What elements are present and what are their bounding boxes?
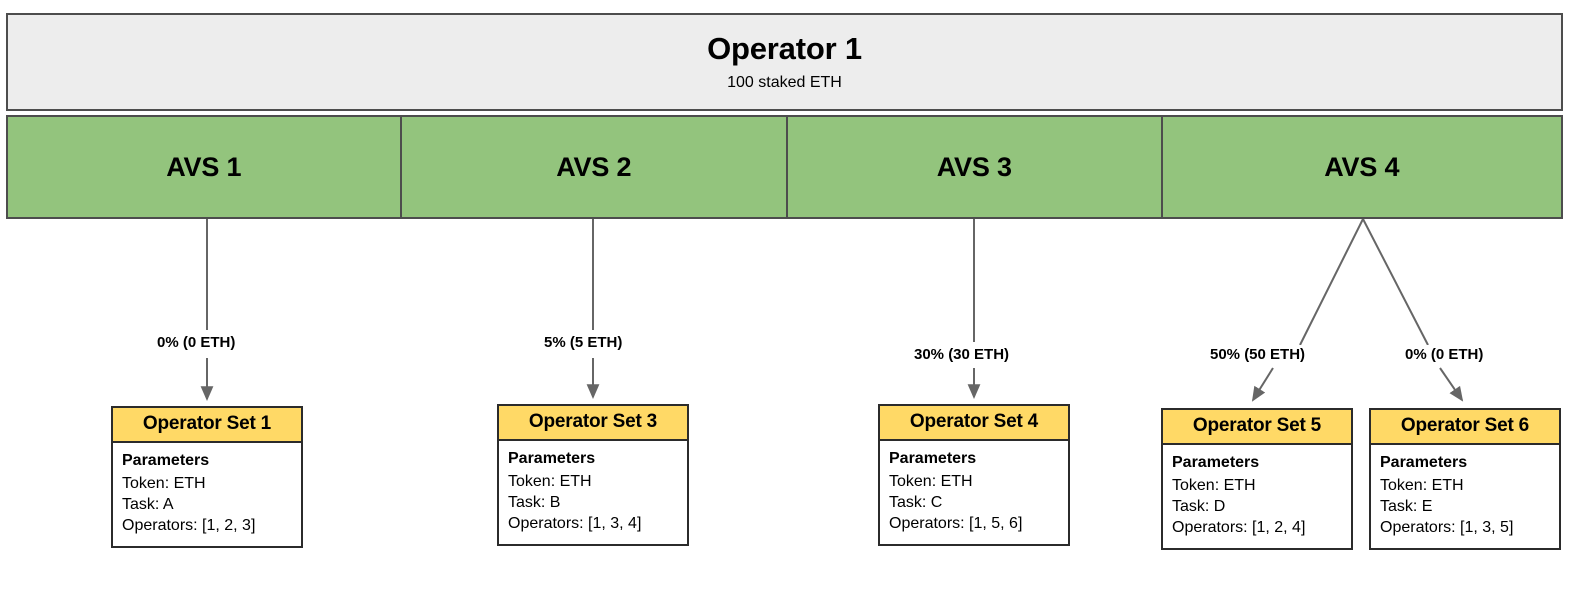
params-heading-5: Parameters bbox=[1172, 454, 1260, 471]
operator-set-card-6[interactable]: Operator Set 6 Parameters Token: ETH Tas… bbox=[1369, 408, 1561, 550]
operator-set-body-5: Parameters Token: ETH Task: D Operators:… bbox=[1163, 445, 1351, 548]
operator-set-card-3[interactable]: Operator Set 3 Parameters Token: ETH Tas… bbox=[497, 404, 689, 546]
edge-label-avs4-opset5: 50% (50 ETH) bbox=[1207, 345, 1309, 364]
edge-label-avs1-opset1: 0% (0 ETH) bbox=[154, 333, 239, 352]
edge-label-avs3-opset4: 30% (30 ETH) bbox=[911, 345, 1013, 364]
param-token-1: Token: ETH bbox=[122, 474, 206, 492]
operator-title: Operator 1 bbox=[707, 31, 862, 67]
param-token-4: Token: ETH bbox=[889, 472, 973, 490]
param-task-5: Task: D bbox=[1172, 498, 1226, 516]
param-operators-1: Operators: [1, 2, 3] bbox=[122, 517, 256, 535]
edge-label-avs2-opset3: 5% (5 ETH) bbox=[541, 333, 626, 352]
avs-row: AVS 1 AVS 2 AVS 3 AVS 4 bbox=[6, 115, 1563, 219]
operator-set-card-5[interactable]: Operator Set 5 Parameters Token: ETH Tas… bbox=[1161, 408, 1353, 550]
param-task-3: Task: B bbox=[508, 494, 561, 512]
operator-set-body-6: Parameters Token: ETH Task: E Operators:… bbox=[1371, 445, 1559, 548]
edge-avs4-opset6 bbox=[1362, 218, 1464, 402]
edge-label-avs4-opset6: 0% (0 ETH) bbox=[1402, 345, 1487, 364]
operator-set-body-1: Parameters Token: ETH Task: A Operators:… bbox=[113, 443, 301, 546]
avs-node-1[interactable]: AVS 1 bbox=[6, 115, 402, 219]
avs-node-2[interactable]: AVS 2 bbox=[399, 115, 788, 219]
operator-set-title-5: Operator Set 5 bbox=[1163, 410, 1351, 445]
operator-set-title-4: Operator Set 4 bbox=[880, 406, 1068, 441]
operator-set-title-6: Operator Set 6 bbox=[1371, 410, 1559, 445]
params-heading-6: Parameters bbox=[1380, 454, 1468, 471]
operator-set-card-1[interactable]: Operator Set 1 Parameters Token: ETH Tas… bbox=[111, 406, 303, 548]
param-task-1: Task: A bbox=[122, 496, 174, 514]
param-token-6: Token: ETH bbox=[1380, 476, 1464, 494]
params-heading-1: Parameters bbox=[122, 452, 210, 469]
avs-label-1: AVS 1 bbox=[166, 151, 242, 182]
avs-node-3[interactable]: AVS 3 bbox=[786, 115, 1163, 219]
avs-label-2: AVS 2 bbox=[556, 151, 632, 182]
param-operators-3: Operators: [1, 3, 4] bbox=[508, 515, 642, 533]
operator-set-title-3: Operator Set 3 bbox=[499, 406, 687, 441]
params-heading-3: Parameters bbox=[508, 450, 596, 467]
operator-node: Operator 1 100 staked ETH bbox=[6, 13, 1563, 111]
operator-set-card-4[interactable]: Operator Set 4 Parameters Token: ETH Tas… bbox=[878, 404, 1070, 546]
avs-label-4: AVS 4 bbox=[1324, 151, 1400, 182]
param-operators-5: Operators: [1, 2, 4] bbox=[1172, 519, 1306, 537]
edge-avs4-opset5 bbox=[1251, 218, 1364, 402]
avs-node-4[interactable]: AVS 4 bbox=[1160, 115, 1563, 219]
param-token-5: Token: ETH bbox=[1172, 476, 1256, 494]
operator-stake: 100 staked ETH bbox=[727, 73, 842, 91]
param-token-3: Token: ETH bbox=[508, 472, 592, 490]
avs-label-3: AVS 3 bbox=[936, 151, 1012, 182]
operator-set-body-3: Parameters Token: ETH Task: B Operators:… bbox=[499, 441, 687, 544]
params-heading-4: Parameters bbox=[889, 450, 977, 467]
operator-set-body-4: Parameters Token: ETH Task: C Operators:… bbox=[880, 441, 1068, 544]
param-task-6: Task: E bbox=[1380, 498, 1433, 516]
param-operators-4: Operators: [1, 5, 6] bbox=[889, 515, 1023, 533]
operator-set-title-1: Operator Set 1 bbox=[113, 408, 301, 443]
param-task-4: Task: C bbox=[889, 494, 943, 512]
param-operators-6: Operators: [1, 3, 5] bbox=[1380, 519, 1514, 537]
